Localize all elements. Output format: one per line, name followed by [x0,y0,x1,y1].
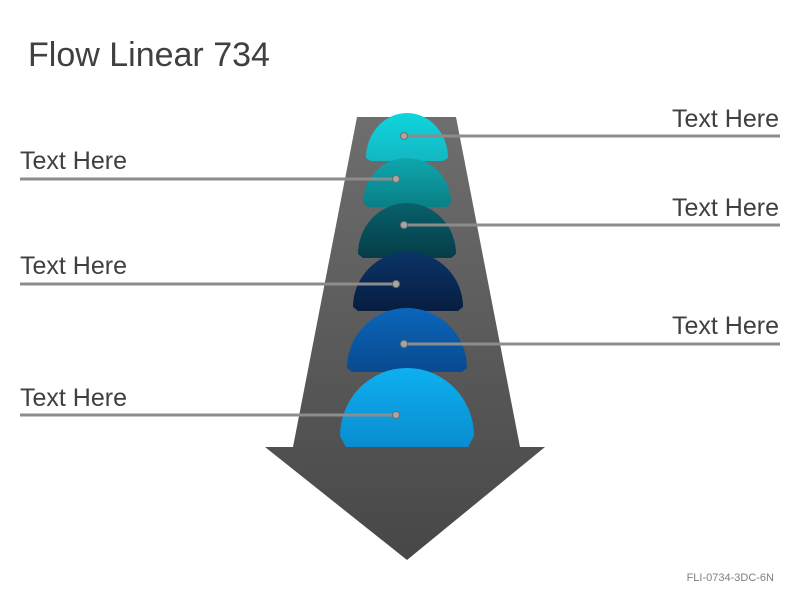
dome-step-4 [353,252,463,311]
connector-dot-r2 [400,221,408,229]
dome-step-3 [358,203,456,258]
page-title: Flow Linear 734 [28,36,270,74]
dome-step-6 [340,368,474,447]
label-step-3[interactable]: Text Here [672,194,779,222]
label-step-5[interactable]: Text Here [672,312,779,340]
label-step-2[interactable]: Text Here [20,147,127,175]
connector-dot-l2 [392,280,400,288]
connector-dot-r1 [400,132,408,140]
slide-code: FLI-0734-3DC-6N [686,572,774,584]
connector-dot-l1 [392,175,400,183]
label-step-1[interactable]: Text Here [672,105,779,133]
connector-dot-l3 [392,411,400,419]
dome-step-2 [363,158,451,207]
connector-dot-r3 [400,340,408,348]
dome-step-5 [347,308,467,372]
label-step-6[interactable]: Text Here [20,384,127,412]
label-step-4[interactable]: Text Here [20,252,127,280]
